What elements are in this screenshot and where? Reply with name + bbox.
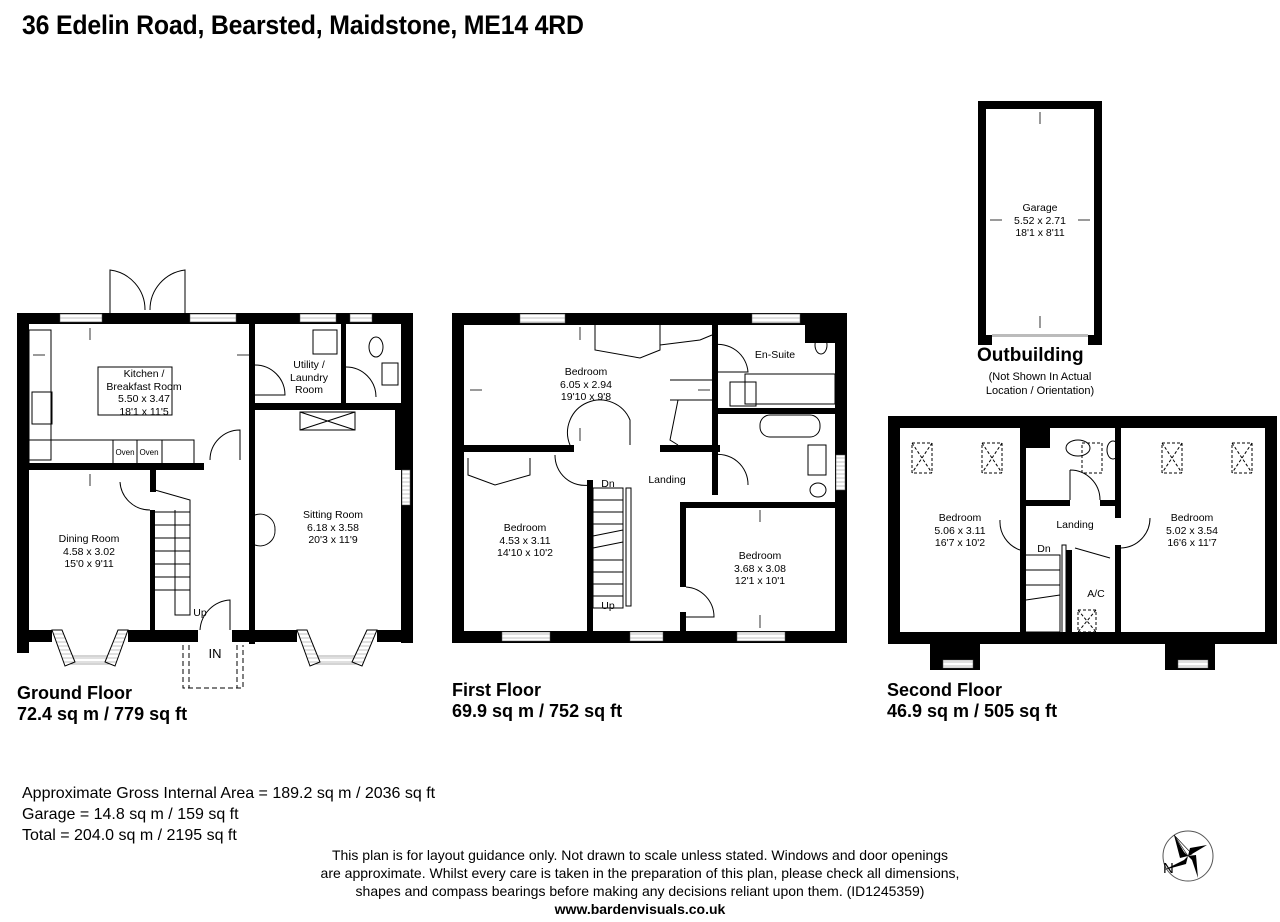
room-kitchen: Kitchen / Breakfast Room 5.50 x 3.47 18'… <box>106 368 182 418</box>
room-bedroom-2: Bedroom 4.53 x 3.11 14'10 x 10'2 <box>497 522 553 559</box>
outbuilding-note: (Not Shown In Actual Location / Orientat… <box>985 371 1095 397</box>
room-en-suite: En-Suite <box>754 349 796 361</box>
website-link[interactable]: www.bardenvisuals.co.uk <box>554 901 726 917</box>
stairs-up-label: Up <box>193 607 207 619</box>
stairs-up-label: Up <box>601 600 615 612</box>
room-landing: Landing <box>648 474 686 486</box>
room-dining: Dining Room 4.58 x 3.02 15'0 x 9'11 <box>58 533 120 570</box>
ground-floor-label: Ground Floor 72.4 sq m / 779 sq ft <box>17 683 188 724</box>
disclaimer: This plan is for layout guidance only. N… <box>300 846 980 918</box>
room-master-bedroom: Bedroom 6.05 x 2.94 19'10 x 9'8 <box>560 366 612 403</box>
ground-floor-plan <box>17 313 413 653</box>
first-floor-label: First Floor 69.9 sq m / 752 sq ft <box>452 680 623 721</box>
compass-rose-icon <box>1162 830 1214 882</box>
north-label: N <box>1163 860 1174 877</box>
area-summary: Approximate Gross Internal Area = 189.2 … <box>22 785 436 844</box>
room-landing-2: Landing <box>1056 519 1094 531</box>
room-bedroom-5: Bedroom 5.02 x 3.54 16'6 x 11'7 <box>1166 512 1218 549</box>
stairs-down-label: Dn <box>1037 543 1051 555</box>
second-floor-label: Second Floor 46.9 sq m / 505 sq ft <box>887 680 1058 721</box>
page-title: 36 Edelin Road, Bearsted, Maidstone, ME1… <box>22 10 584 40</box>
outbuilding-label: Outbuilding <box>977 345 1084 366</box>
room-bedroom-3: Bedroom 3.68 x 3.08 12'1 x 10'1 <box>734 550 786 587</box>
oven-label: Oven <box>115 448 135 457</box>
room-airing-cupboard: A/C <box>1087 588 1105 600</box>
oven-label: Oven <box>139 448 159 457</box>
room-sitting: Sitting Room 6.18 x 3.58 20'3 x 11'9 <box>302 509 364 546</box>
room-garage: Garage 5.52 x 2.71 18'1 x 8'11 <box>1014 202 1066 239</box>
entrance-label: IN <box>208 646 222 661</box>
room-bedroom-4: Bedroom 5.06 x 3.11 16'7 x 10'2 <box>934 512 986 549</box>
garage-plan <box>978 101 1102 345</box>
stairs-down-label: Dn <box>601 478 615 490</box>
room-utility: Utility / Laundry Room <box>290 359 328 396</box>
